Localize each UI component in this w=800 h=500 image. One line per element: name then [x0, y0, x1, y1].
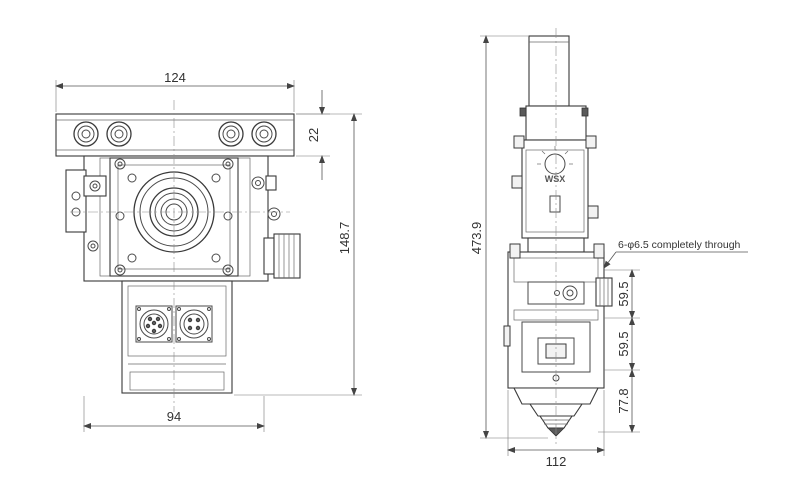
dim-59-5-upper: 59.5 [616, 281, 631, 306]
dim-473-9: 473.9 [469, 222, 484, 255]
side-view: WSX [469, 28, 748, 469]
fitting-left-1 [73, 121, 99, 147]
dim-77-8: 77.8 [616, 388, 631, 413]
hole-note: 6-φ6.5 completely through [618, 239, 741, 251]
dim-124: 124 [164, 70, 186, 85]
fitting-right-2 [251, 121, 277, 147]
fitting-left-2 [106, 121, 132, 147]
logo-text: WSX [545, 174, 566, 184]
dim-112: 112 [546, 454, 567, 469]
dim-94: 94 [167, 409, 181, 424]
brand-logo: WSX [537, 146, 573, 184]
connector-right [175, 305, 213, 343]
fitting-right-1 [218, 121, 244, 147]
adjustment-knob [263, 233, 301, 279]
dim-59-5-lower: 59.5 [616, 331, 631, 356]
front-view: 124 94 22 148.7 [55, 70, 362, 432]
dim-22: 22 [306, 128, 321, 142]
dim-148-7: 148.7 [337, 222, 352, 255]
connector-left [135, 305, 173, 343]
